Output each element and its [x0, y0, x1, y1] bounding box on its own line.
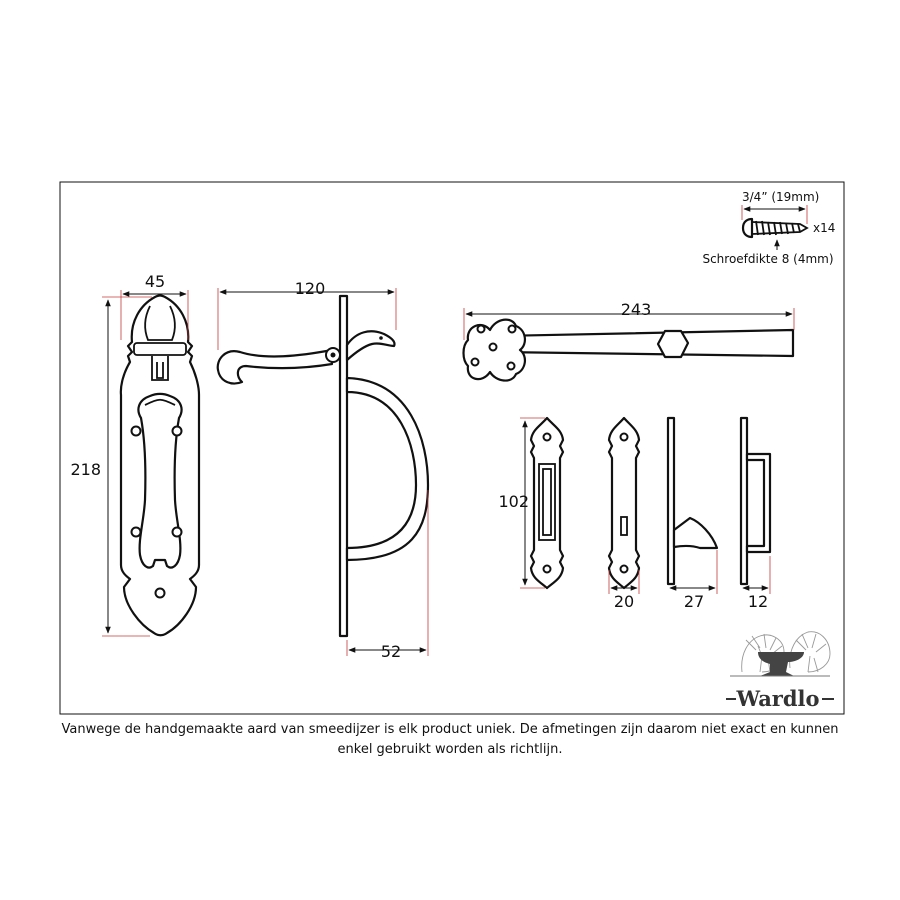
keeper-narrow-drawing — [607, 416, 641, 594]
drawing-frame — [59, 181, 845, 715]
screw-quantity-label: x14 — [813, 221, 835, 235]
catch-side-drawing — [666, 416, 719, 594]
keeper-front-drawing — [520, 416, 565, 590]
dim-keeper-height: 102 — [498, 492, 529, 511]
backplate-drawing — [102, 290, 201, 637]
dim-thumb-lever-width: 120 — [295, 279, 326, 298]
dim-keeper-width: 20 — [614, 592, 634, 611]
thumb-lever-drawing — [216, 288, 430, 656]
dim-backplate-height: 218 — [70, 460, 101, 479]
screw-gauge-label: Schroefdikte 8 (4mm) — [702, 252, 833, 266]
wardlo-logo: Wardlo — [726, 631, 834, 711]
dim-handle-projection: 52 — [381, 642, 401, 661]
screw-length-label: 3/4” (19mm) — [742, 190, 819, 204]
staple-side-drawing — [739, 416, 772, 594]
dim-catch-depth: 27 — [684, 592, 704, 611]
dim-backplate-width: 45 — [145, 272, 165, 291]
dim-latch-bar-length: 243 — [621, 300, 652, 319]
logo-text: Wardlo — [735, 686, 819, 711]
disclaimer-note: Vanwege de handgemaakte aard van smeedij… — [61, 722, 839, 757]
latch-bar-drawing — [462, 308, 795, 382]
screw-drawing — [741, 205, 809, 250]
dim-staple-depth: 12 — [748, 592, 768, 611]
